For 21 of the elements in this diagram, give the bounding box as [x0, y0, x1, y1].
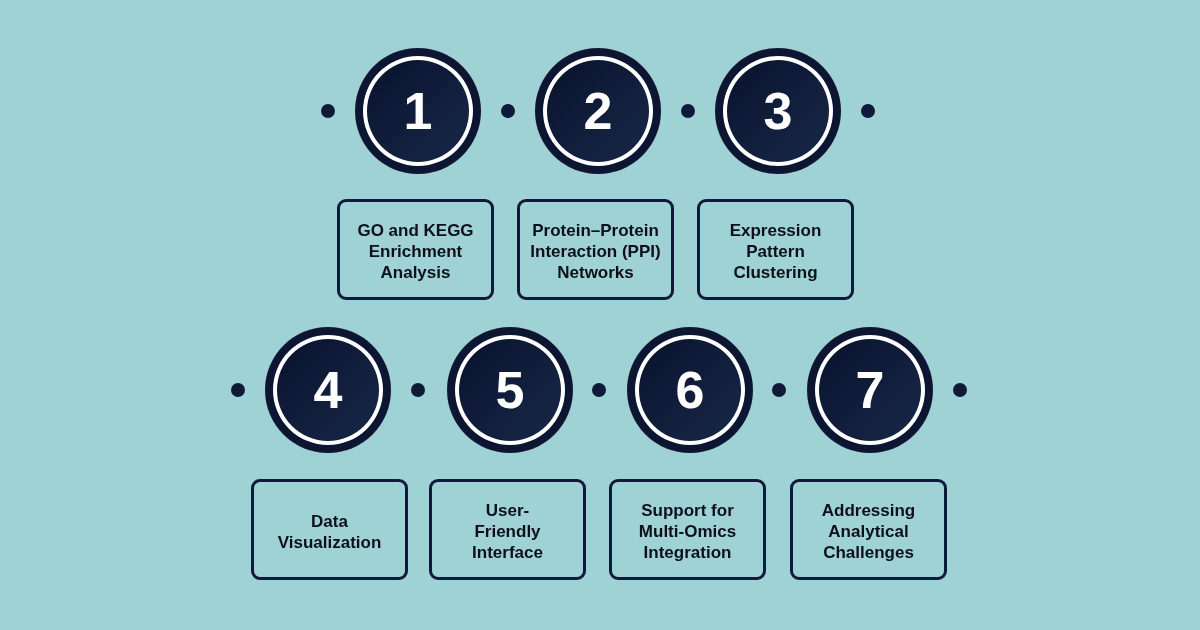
step-title: Expression Pattern Clustering [728, 220, 823, 283]
step-title: Protein–Protein Interaction (PPI) Networks [529, 220, 662, 283]
step-box [251, 479, 408, 580]
step-number: 5 [495, 364, 525, 416]
step-title: User-Friendly Interface [471, 500, 544, 563]
step-number: 2 [583, 85, 613, 137]
step-title: Support for Multi-Omics Integration [637, 500, 738, 563]
step-box [429, 479, 586, 580]
step-title: Addressing Analytical Challenges [820, 500, 917, 563]
step-number: 3 [763, 85, 793, 137]
step-title: GO and KEGG Enrichment Analysis [356, 220, 475, 283]
step-title: Data Visualization [276, 510, 383, 553]
step-number: 4 [313, 364, 343, 416]
step-box [697, 199, 854, 300]
step-box [517, 199, 674, 300]
step-box [609, 479, 766, 580]
step-number: 1 [403, 85, 433, 137]
step-number: 6 [675, 364, 705, 416]
step-box [337, 199, 494, 300]
step-box [790, 479, 947, 580]
step-number: 7 [855, 364, 885, 416]
